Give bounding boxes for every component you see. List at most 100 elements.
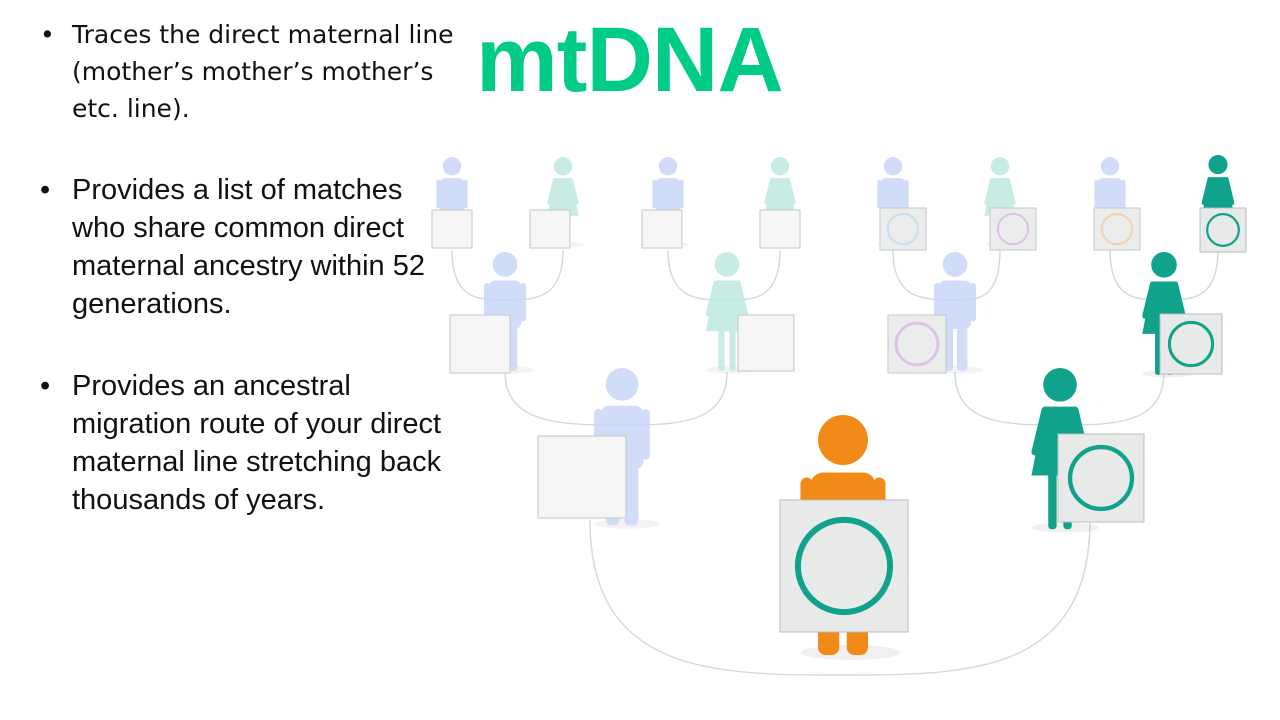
connection-line: [842, 519, 1091, 676]
male-figure: [537, 368, 660, 529]
figure-arm: [641, 409, 650, 460]
figure-arm: [969, 283, 977, 322]
figure-body: [440, 178, 464, 215]
figure-body: [656, 178, 680, 215]
bullet-item: • Provides an ancestral migration route …: [40, 367, 460, 519]
figure-dress: [547, 178, 579, 216]
figure-arm: [764, 178, 774, 205]
female-figure: [529, 157, 585, 249]
figure-head: [942, 252, 968, 277]
figure-arm: [1142, 281, 1156, 319]
bullet-text: Provides an ancestral migration route of…: [72, 370, 442, 516]
figure-arm: [1224, 177, 1235, 205]
dna-sign: [529, 209, 571, 249]
tree-connection-lines: [451, 249, 1219, 676]
figure-body: [938, 280, 972, 329]
figure-body: [1098, 178, 1122, 215]
bullet-text: Provides a list of matches who share com…: [72, 174, 425, 320]
slide-title: mtDNA: [476, 9, 784, 111]
mtdna-circle: [1167, 320, 1215, 368]
figure-head: [1208, 155, 1228, 175]
bullet-item: • Traces the direct maternal line (mothe…: [40, 16, 460, 127]
figure-head: [658, 157, 678, 176]
figure-arm: [1094, 180, 1099, 209]
figure-arm: [1006, 178, 1016, 205]
dna-sign: [449, 314, 511, 374]
figure-head: [714, 252, 740, 277]
mtdna-circle: [1206, 213, 1240, 247]
dna-sign: [641, 209, 683, 249]
figure-head: [553, 157, 573, 176]
figure-arm: [904, 180, 909, 209]
male-figure: [1093, 157, 1141, 251]
figure-head: [492, 252, 518, 277]
female-figure: [1142, 251, 1223, 378]
figure-head: [1043, 368, 1077, 402]
mtdna-circle: [996, 212, 1030, 246]
figure-head: [770, 157, 790, 176]
figure-arm: [984, 178, 994, 205]
bullet-text: Traces the direct maternal line (mother’…: [72, 20, 454, 123]
figure-arm: [483, 283, 491, 322]
female-figure: [759, 157, 802, 249]
figure-head: [442, 157, 462, 176]
figure-leg: [956, 326, 968, 372]
figure-arm: [786, 178, 796, 205]
figure-arm: [933, 283, 941, 322]
bullet-dot: •: [40, 174, 51, 206]
female-figure: [1199, 155, 1247, 253]
figure-arm: [679, 180, 684, 209]
figure-arm: [569, 178, 579, 205]
figure-head: [1151, 251, 1177, 278]
female-figure: [1031, 368, 1145, 533]
figure-dress: [984, 178, 1016, 216]
figure-head: [883, 157, 903, 176]
male-figure: [887, 252, 984, 374]
figure-arm: [735, 280, 749, 317]
figure-leg: [1048, 472, 1057, 530]
male-figure: [641, 157, 690, 249]
figure-dress: [764, 178, 796, 216]
figure-arm: [652, 180, 657, 209]
figure-leg: [718, 328, 725, 372]
male-figure: [449, 252, 534, 374]
figure-arm: [463, 180, 468, 209]
figure-arm: [1172, 281, 1186, 319]
male-figure: [877, 157, 927, 251]
figure-arm: [1121, 180, 1126, 209]
figure-head: [818, 415, 868, 465]
figure-head: [605, 368, 639, 401]
figure-leg: [729, 328, 736, 372]
figure-head: [990, 157, 1010, 176]
figure-arm: [705, 280, 719, 317]
bullet-dot: •: [40, 370, 51, 402]
bullet-list: • Traces the direct maternal line (mothe…: [40, 16, 460, 519]
female-figure: [984, 157, 1037, 251]
figure-leg: [624, 466, 639, 526]
bullet-item: • Provides a list of matches who share c…: [40, 171, 460, 323]
figure-arm: [547, 178, 557, 205]
figure-arm: [1031, 406, 1049, 456]
male-figure: [431, 157, 474, 249]
mtdna-circle: [1067, 444, 1135, 512]
connection-line: [589, 519, 844, 676]
tree-people: [431, 155, 1247, 660]
mtdna-circle: [1100, 212, 1134, 246]
maternal-line-family-tree: [431, 155, 1247, 676]
figure-dress: [1201, 177, 1235, 217]
figure-head: [1100, 157, 1120, 176]
mtdna-circle: [886, 212, 920, 246]
male-figure: [779, 415, 909, 660]
figure-arm: [877, 180, 882, 209]
figure-arm: [1201, 177, 1212, 205]
figure-arm: [519, 283, 527, 322]
figure-arm: [436, 180, 441, 209]
dna-sign: [737, 314, 795, 372]
mtdna-circle: [894, 321, 940, 367]
mtdna-circle: [794, 516, 894, 616]
dna-sign: [431, 209, 473, 249]
female-figure: [705, 252, 795, 374]
dna-sign: [759, 209, 801, 249]
bullet-dot: •: [40, 20, 55, 49]
dna-sign: [537, 435, 627, 519]
